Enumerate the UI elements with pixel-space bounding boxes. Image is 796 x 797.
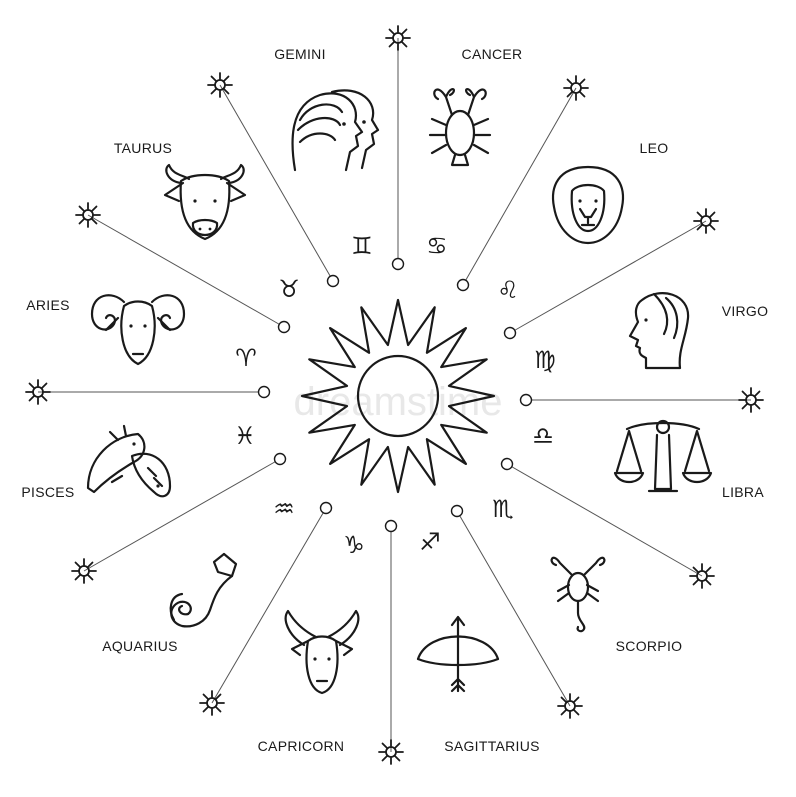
star-icon — [689, 563, 715, 589]
glyph-capricorn: ♑ — [343, 531, 365, 559]
sign-name-capricorn: CAPRICORN — [258, 738, 345, 754]
bull-head-icon — [163, 163, 247, 241]
star-icon — [557, 693, 583, 719]
ray-line — [83, 458, 281, 572]
ray-node-circle — [391, 257, 405, 271]
glyph-sagittarius: ♐ — [419, 528, 441, 556]
ray-node-circle — [273, 452, 287, 466]
star-icon — [71, 558, 97, 584]
sign-name-gemini: GEMINI — [274, 46, 326, 62]
ray-node-circle — [519, 393, 533, 407]
sign-name-libra: LIBRA — [722, 484, 764, 500]
scales-icon — [613, 419, 713, 493]
ray-node-circle — [500, 457, 514, 471]
star-icon — [378, 739, 404, 765]
sign-name-aries: ARIES — [26, 297, 70, 313]
ray-node-circle — [450, 504, 464, 518]
star-icon — [385, 25, 411, 51]
ray-line — [509, 220, 707, 334]
ray-line — [506, 463, 703, 577]
glyph-gemini: ♊ — [351, 232, 373, 260]
star-icon — [563, 75, 589, 101]
ray-line — [219, 84, 334, 282]
water-jug-icon — [169, 552, 238, 628]
goat-head-icon — [284, 609, 360, 695]
star-icon — [75, 202, 101, 228]
sign-name-taurus: TAURUS — [114, 140, 172, 156]
glyph-leo: ♌ — [497, 276, 519, 304]
ray-node-circle — [326, 274, 340, 288]
star-icon — [199, 690, 225, 716]
sign-name-scorpio: SCORPIO — [616, 638, 683, 654]
twins-faces-icon — [291, 89, 380, 172]
star-icon — [207, 72, 233, 98]
ray-node-circle — [277, 320, 291, 334]
two-fish-icon — [86, 424, 172, 498]
ray-line — [456, 510, 571, 707]
crab-icon — [428, 88, 492, 167]
sign-name-cancer: CANCER — [462, 46, 523, 62]
ray-node-circle — [257, 385, 271, 399]
glyph-cancer: ♋ — [426, 232, 448, 260]
star-icon — [693, 208, 719, 234]
glyph-aries: ♈ — [235, 344, 257, 372]
lion-head-icon — [552, 165, 624, 245]
ray-node-circle — [384, 519, 398, 533]
sun-rays — [300, 298, 496, 494]
ray-node-circle — [456, 278, 470, 292]
glyph-libra: ♎ — [532, 422, 554, 450]
woman-profile-icon — [628, 292, 690, 370]
ray-node-circle — [503, 326, 517, 340]
star-icon — [25, 379, 51, 405]
star-icon — [738, 387, 764, 413]
sign-name-aquarius: AQUARIUS — [102, 638, 178, 654]
ray-line — [462, 87, 577, 286]
sun-core — [356, 354, 440, 438]
glyph-taurus: ♉ — [278, 275, 300, 303]
bow-and-arrow-icon — [416, 615, 500, 693]
glyph-pisces: ♓ — [234, 422, 256, 450]
glyph-aquarius: ♒ — [273, 495, 295, 523]
sign-name-pisces: PISCES — [21, 484, 74, 500]
sun-icon — [300, 298, 496, 494]
ram-head-icon — [90, 294, 186, 366]
sign-name-sagittarius: SAGITTARIUS — [444, 738, 540, 754]
glyph-virgo: ♍ — [534, 346, 556, 374]
sign-name-virgo: VIRGO — [722, 303, 769, 319]
glyph-scorpio: ♏ — [492, 495, 514, 523]
ray-node-circle — [319, 501, 333, 515]
scorpion-icon — [550, 556, 606, 633]
ray-line — [211, 507, 327, 704]
sign-name-leo: LEO — [640, 140, 669, 156]
ray-line — [87, 214, 285, 328]
ray-lines — [25, 25, 764, 765]
